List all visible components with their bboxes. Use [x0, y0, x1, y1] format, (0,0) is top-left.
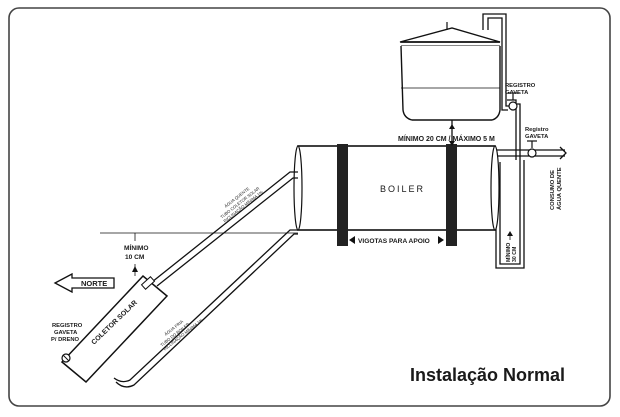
registro-dreno-label: REGISTRO GAVETA P/ DRENO — [51, 323, 84, 343]
registro-gaveta-top-valve — [508, 92, 518, 111]
registro-gaveta-right-valve — [527, 140, 537, 158]
agua-fria-annotation: ÁGUA FRIA TUBO DO BOILER INCLINAÇÃO MÍNI… — [156, 309, 205, 352]
consumo-label-group: CONSUMO DE ÁGUA QUENTE — [550, 167, 563, 210]
agua-fria-annotation-group: ÁGUA FRIA TUBO DO BOILER INCLINAÇÃO MÍNI… — [156, 309, 205, 352]
registro-gaveta-top-label: REGISTRO GAVETA — [505, 83, 537, 96]
minimo-10-dimension — [100, 232, 298, 276]
agua-quente-annotation-group: ÁGUA QUENTE TUBO COLETOR SOLAR INCLINAÇÃ… — [216, 180, 265, 224]
min-max-dimension — [449, 124, 455, 146]
min-max-label: MÍNIMO 20 CM / MÁXIMO 5 M — [398, 134, 495, 143]
consumo-label: CONSUMO DE ÁGUA QUENTE — [550, 167, 563, 210]
solar-collector — [60, 274, 169, 384]
dreno-valve — [61, 353, 71, 363]
north-label: NORTE — [81, 279, 107, 288]
boiler-label: BOILER — [380, 184, 425, 194]
outlet-arrow-icon — [559, 146, 567, 160]
minimo-30-label: MÍNIMO 30 CM — [504, 241, 518, 262]
registro-gaveta-right-label: Registro GAVETA — [525, 127, 550, 140]
minimo-30-dimension — [507, 231, 513, 240]
vigotas-label: VIGOTAS PARA APOIO — [358, 238, 430, 245]
minimo-30-label-group: MÍNIMO 30 CM — [504, 241, 518, 262]
agua-quente-annotation: ÁGUA QUENTE TUBO COLETOR SOLAR INCLINAÇÃ… — [216, 180, 265, 223]
collector-pipes — [113, 171, 298, 388]
minimo-10-label: MÍNIMO 10 CM — [124, 243, 150, 261]
boiler-tank — [293, 144, 500, 246]
outer-frame — [8, 7, 611, 407]
vigotas-arrows — [349, 236, 444, 244]
diagram-title: Instalação Normal — [410, 365, 566, 385]
water-tank — [399, 22, 501, 121]
north-arrow — [53, 272, 115, 294]
